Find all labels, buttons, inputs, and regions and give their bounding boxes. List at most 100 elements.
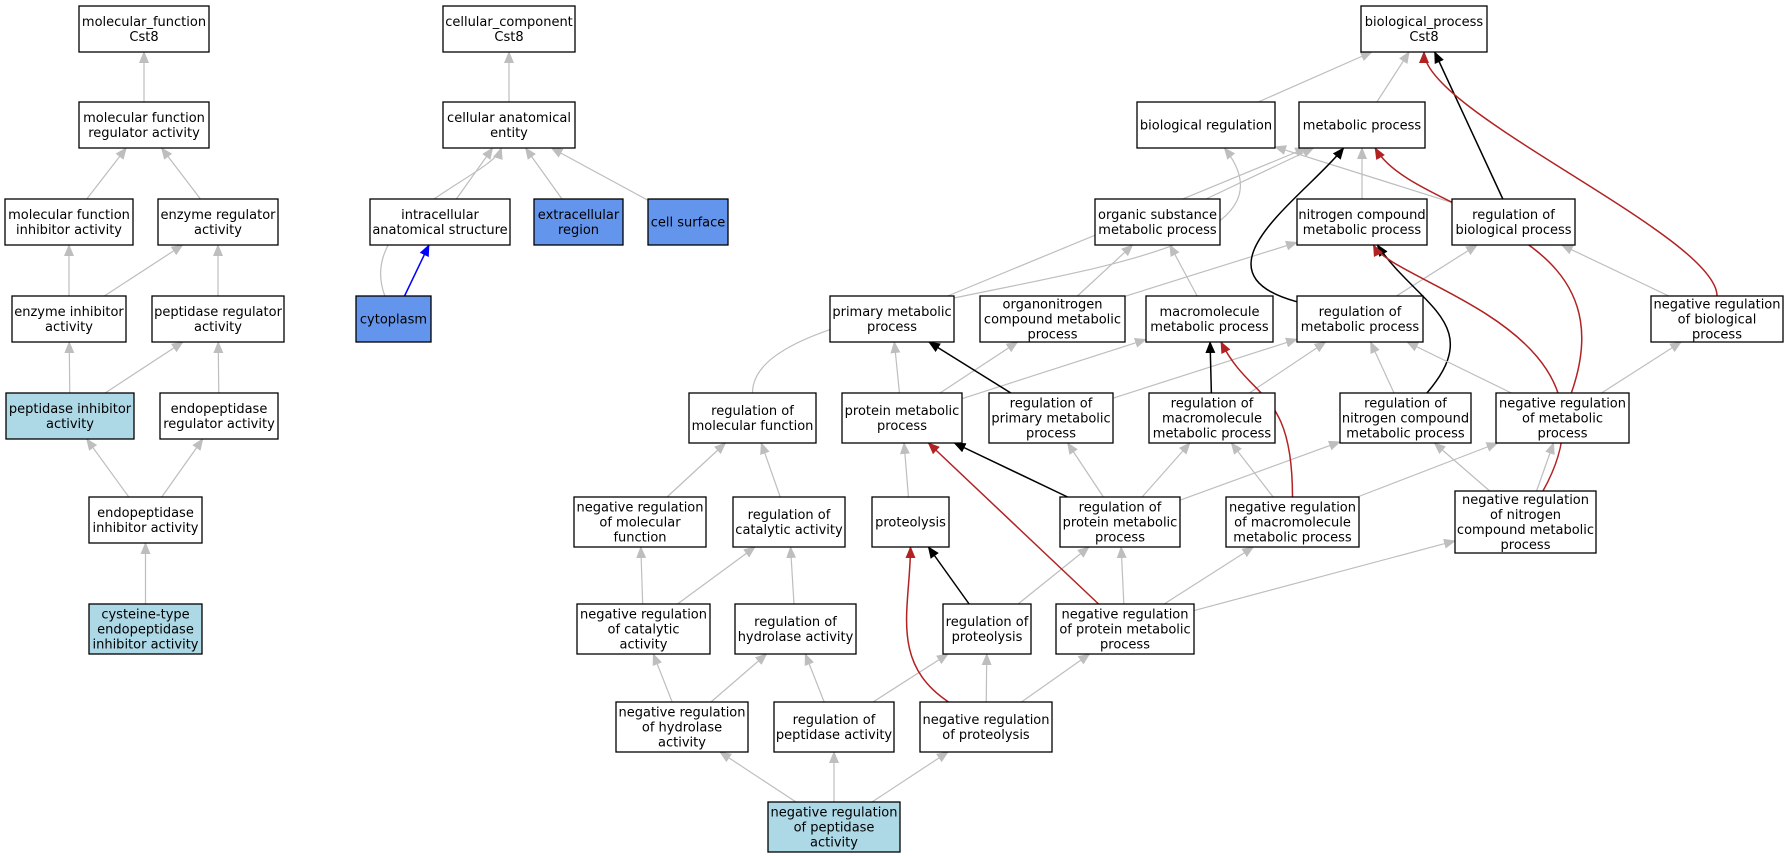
node-label-line: regulation of xyxy=(1171,397,1254,412)
edge-isa-epra-to-pra xyxy=(213,341,224,394)
node-box xyxy=(442,5,576,53)
edge-isa-ias-to-cae xyxy=(455,147,494,200)
edge-layer xyxy=(64,51,1718,803)
node-label-line: metabolic process xyxy=(1233,531,1352,546)
node-label-line: intracellular xyxy=(401,208,479,223)
node-label-line: protein metabolic xyxy=(1063,516,1178,531)
edge-isa-rpa-to-rprot xyxy=(872,653,949,703)
node-box xyxy=(1650,295,1784,343)
node-label-line: of hydrolase xyxy=(642,721,722,736)
node-box xyxy=(919,701,1053,753)
node-label-line: cellular anatomical xyxy=(447,111,571,126)
node-box xyxy=(1360,5,1488,53)
node-label-line: regulation of xyxy=(793,713,876,728)
node-label-line: nitrogen compound xyxy=(1298,208,1425,223)
edge-isa-rha-to-rca xyxy=(786,546,797,605)
edge-isa-mfia-to-mfra xyxy=(86,147,127,200)
node-label-line: protein metabolic xyxy=(845,404,960,419)
node-label-line: of proteolysis xyxy=(942,728,1030,743)
node-label-line: negative regulation xyxy=(1061,608,1188,623)
node-box xyxy=(688,392,817,444)
edge-isa-rbp-to-breg xyxy=(1274,145,1453,204)
go-term-node-breg[interactable]: biological regulation xyxy=(1136,101,1276,149)
edge-isa-nrmmp-to-nrmp xyxy=(1357,442,1499,498)
go-term-node-prot[interactable]: proteolysis xyxy=(871,496,950,548)
node-box xyxy=(88,603,203,655)
node-label-line: metabolic process xyxy=(1153,427,1272,442)
node-label-line: of macromolecule xyxy=(1234,516,1351,531)
edge-isa-nrmf-to-rmf xyxy=(666,442,727,498)
edge-isa-eia-to-era xyxy=(104,244,184,297)
node-label-line: endopeptidase xyxy=(97,506,194,521)
edge-isa-nrbp-to-rbp xyxy=(1560,244,1670,297)
edge-isa-rmmp-to-rmp xyxy=(1249,341,1327,394)
edge-regulates-rprotmp-to-protmp xyxy=(953,442,1068,498)
edge-isa-osmp-to-metp xyxy=(1205,147,1315,200)
node-box xyxy=(871,496,950,548)
edge-isa-rprot-to-rprotmp xyxy=(1017,546,1090,605)
node-label-line: inhibitor activity xyxy=(92,521,198,536)
node-box xyxy=(533,198,624,246)
node-label-line: macromolecule xyxy=(1162,412,1262,427)
edge-negatively-regulates-nrprotmp-to-protmp xyxy=(927,442,1100,605)
edge-isa-rprotmp-to-rpmp xyxy=(1067,442,1104,498)
node-label-line: regulation of xyxy=(1010,397,1093,412)
node-label-line: peptidase regulator xyxy=(154,305,283,320)
edge-isa-rpa-to-rha xyxy=(804,653,825,703)
go-term-node-metp[interactable]: metabolic process xyxy=(1298,101,1426,149)
node-box xyxy=(11,295,127,343)
edge-isa-nrncmp-to-nrmp xyxy=(1535,442,1555,492)
go-term-node-cs[interactable]: cell surface xyxy=(647,198,729,246)
edge-isa-breg-to-bp xyxy=(1257,51,1373,103)
node-label-line: activity xyxy=(620,638,668,653)
go-term-node-cyto[interactable]: cytoplasm xyxy=(355,295,432,343)
node-label-line: proteolysis xyxy=(952,630,1023,645)
edge-isa-nrmp-to-nrbp xyxy=(1601,341,1682,394)
node-box xyxy=(1451,198,1576,246)
node-label-line: process xyxy=(1538,427,1588,442)
